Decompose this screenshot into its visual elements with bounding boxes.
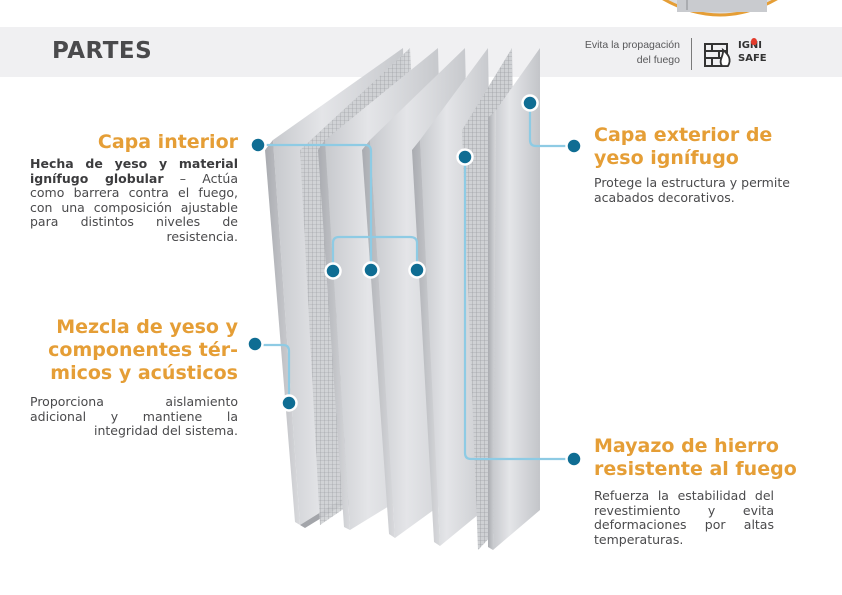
flame-dot-icon xyxy=(751,38,757,45)
mezcla-description: Proporciona aislamiento adicional y mant… xyxy=(30,394,238,438)
logo-word: IGNI xyxy=(738,40,763,51)
callout-markers xyxy=(246,94,583,468)
tagline-line: Evita la propagación xyxy=(584,39,680,51)
mezcla-heading: Mezcla de yeso y componentes tér- micos … xyxy=(20,316,238,385)
marker-mesh-layer[interactable] xyxy=(456,148,474,166)
capa-exterior-description: Protege la estructura y permite acabados… xyxy=(594,175,790,205)
brick-flame-icon xyxy=(704,43,731,67)
mayazo-heading: Mayazo de hierro resistente al fuego xyxy=(594,435,829,481)
capa-interior-description: Hecha de yeso y material ignífugo globul… xyxy=(30,156,238,244)
marker-mezcla[interactable] xyxy=(246,335,264,353)
marker-exterior-panel[interactable] xyxy=(521,94,539,112)
heading-line: yeso ignífugo xyxy=(594,147,739,169)
marker-capa-interior[interactable] xyxy=(249,136,267,154)
page-title: PARTES xyxy=(52,38,153,64)
logo-word: SAFE xyxy=(738,53,767,64)
marker-layer-c[interactable] xyxy=(408,261,426,279)
corner-decoration xyxy=(662,0,778,17)
marker-layer-b[interactable] xyxy=(362,261,380,279)
marker-capa-exterior[interactable] xyxy=(565,137,583,155)
leader-lines xyxy=(255,103,574,461)
heading-line: Mezcla de yeso y xyxy=(56,316,238,338)
capa-exterior-heading: Capa exterior de yeso ignífugo xyxy=(594,124,824,170)
panel-exterior xyxy=(488,48,540,550)
capa-interior-text: – Actúa como barrera contra el fuego, co… xyxy=(30,170,238,244)
marker-mayazo[interactable] xyxy=(565,450,583,468)
capa-interior-emphasis: Hecha de yeso y material ignífugo globul… xyxy=(30,156,238,186)
tagline-line: del fuego xyxy=(636,54,680,66)
divider xyxy=(691,38,692,70)
heading-line: Mayazo de hierro xyxy=(594,435,779,457)
marker-layer-a[interactable] xyxy=(324,262,342,280)
heading-line: Capa exterior de xyxy=(594,124,773,146)
capa-interior-heading: Capa interior xyxy=(97,131,238,153)
marker-mezcla-layer[interactable] xyxy=(280,394,298,412)
heading-line: resistente al fuego xyxy=(594,458,797,480)
heading-line: micos y acústicos xyxy=(50,362,238,384)
mayazo-description: Refuerza la estabilidad del revestimient… xyxy=(594,488,774,547)
ignisafe-logo: IGNI SAFE xyxy=(704,36,770,72)
tagline: Evita la propagación del fuego xyxy=(520,38,680,68)
heading-line: componentes tér- xyxy=(48,339,238,361)
